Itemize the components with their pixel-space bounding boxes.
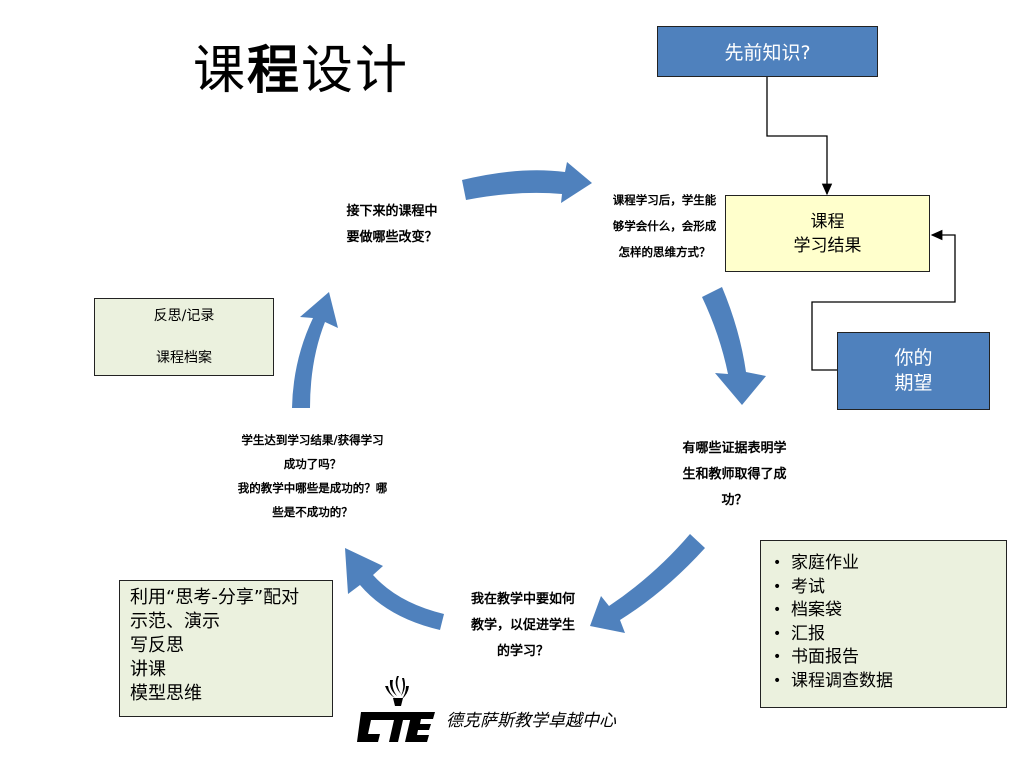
cycle-arrow-lower-left <box>345 548 444 630</box>
expectation-line1: 你的 <box>894 347 933 369</box>
question-next-changes: 接下来的课程中 要做哪些改变？ <box>346 204 438 245</box>
question-teaching: 我在教学中要如何 教学，以促进学生 的学习？ <box>470 592 575 659</box>
cycle-arrow-left <box>292 292 338 408</box>
teaching-methods-box: 利用“思考-分享”配对 示范、演示 写反思 讲课 模型思维 <box>119 580 333 717</box>
cycle-arrow-right <box>702 287 766 405</box>
expectations-box: 你的 期望 <box>837 332 990 410</box>
reflect-line2: 课程档案 <box>156 350 212 366</box>
reflection-box: 反思/记录 课程档案 <box>94 298 274 376</box>
list-item: 讲课 <box>130 659 166 680</box>
prior-knowledge-connector <box>766 76 833 196</box>
expectation-line2: 期望 <box>894 372 933 394</box>
list-item: 写反思 <box>130 635 184 656</box>
question-evidence: 有哪些证据表明学 生和教师取得了成 功？ <box>682 441 787 508</box>
list-item: 档案袋 <box>773 599 1006 623</box>
question-success: 学生达到学习结果/获得学习 成功了吗？ 我的教学中哪些是成功的？哪 些是不成功的… <box>237 433 388 519</box>
list-item: 考试 <box>773 576 1006 600</box>
reflect-line1: 反思/记录 <box>153 308 215 324</box>
list-item: 汇报 <box>773 623 1006 647</box>
list-item: 示范、演示 <box>130 611 220 632</box>
evidence-list: 家庭作业 考试 档案袋 汇报 书面报告 课程调查数据 <box>761 552 1006 693</box>
expectation-connector <box>811 229 956 371</box>
list-item: 模型思维 <box>130 683 202 704</box>
cycle-arrow-top <box>462 162 592 203</box>
page-title: 课程设计 <box>193 41 410 101</box>
cycle-arrow-lower-right <box>590 534 705 633</box>
list-item: 家庭作业 <box>773 552 1006 576</box>
prior-knowledge-label: 先前知识? <box>724 42 811 64</box>
prior-knowledge-box: 先前知识? <box>657 26 878 77</box>
question-outcomes: 课程学习后，学生能 够学会什么，会形成 怎样的思维方式？ <box>612 193 717 259</box>
outcomes-line2: 学习结果 <box>793 235 862 256</box>
ctl-logo-icon <box>357 676 435 742</box>
evidence-list-box: 家庭作业 考试 档案袋 汇报 书面报告 课程调查数据 <box>760 540 1007 708</box>
list-item: 课程调查数据 <box>773 670 1006 694</box>
list-item: 利用“思考-分享”配对 <box>130 587 300 608</box>
outcomes-line1: 课程 <box>810 211 845 232</box>
logo-text: 德克萨斯教学卓越中心 <box>446 711 616 731</box>
learning-outcomes-box: 课程 学习结果 <box>725 195 930 272</box>
list-item: 书面报告 <box>773 646 1006 670</box>
